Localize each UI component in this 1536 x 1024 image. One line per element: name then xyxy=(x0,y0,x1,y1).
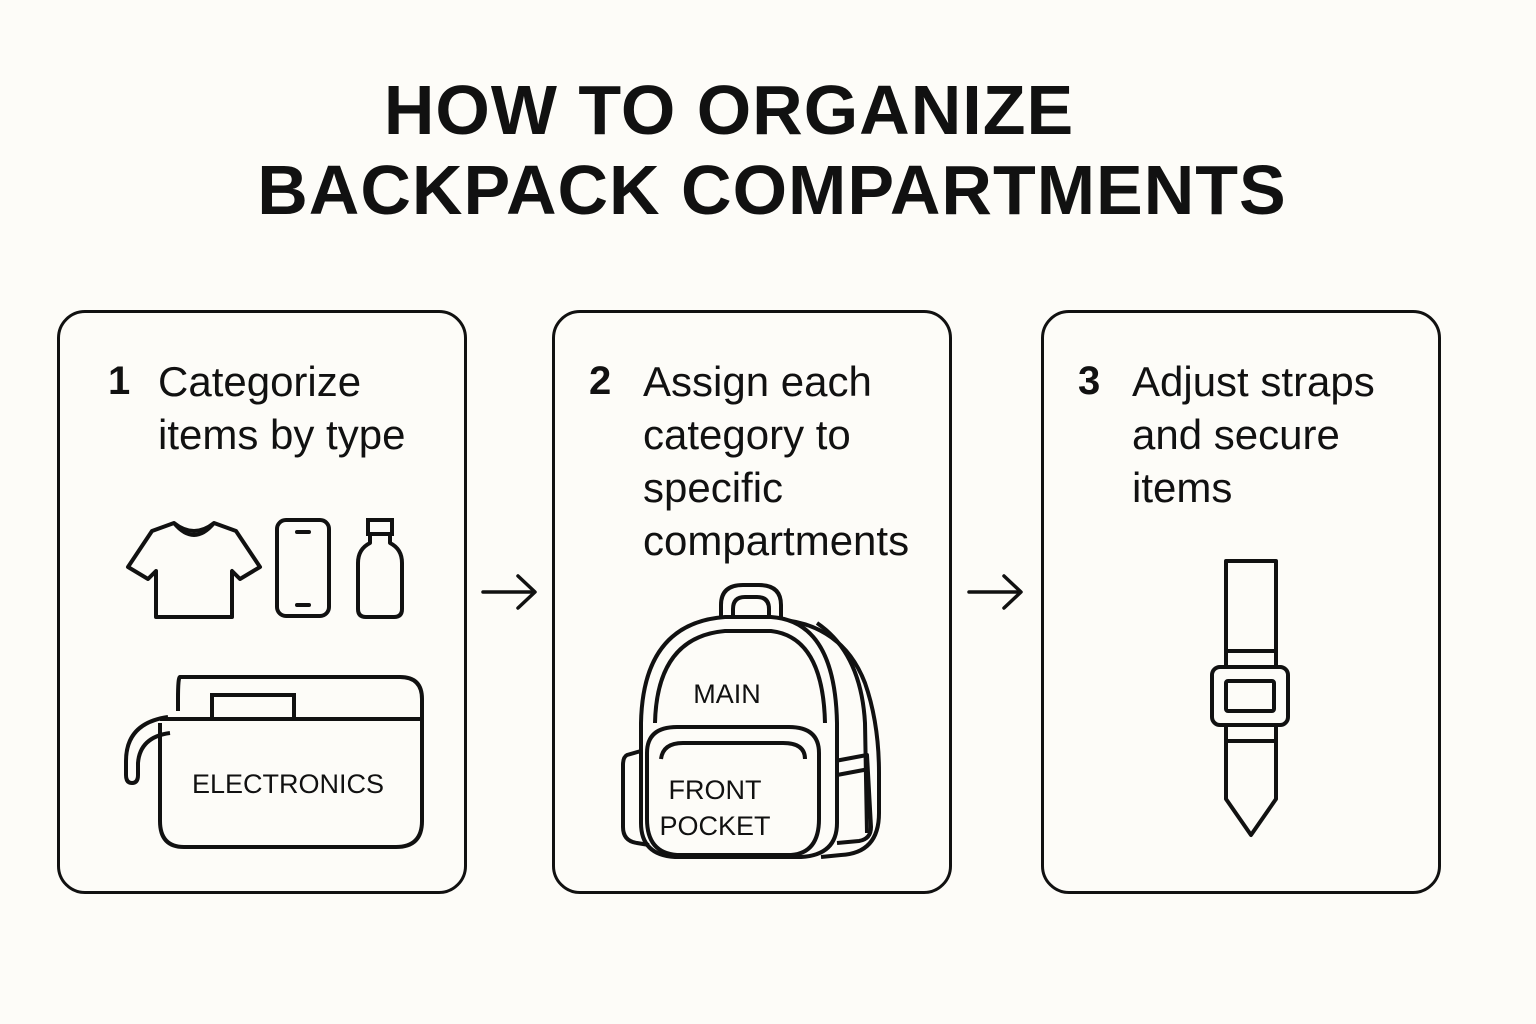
phone-icon xyxy=(275,518,331,618)
backpack-icon: MAIN FRONT POCKET xyxy=(621,583,881,859)
step-card-2: 2 Assign each category to specific compa… xyxy=(552,310,952,894)
electronics-pouch-icon: ELECTRONICS xyxy=(124,675,424,849)
step-text-line: Adjust straps xyxy=(1132,358,1375,405)
step-text-line: Assign each xyxy=(643,358,872,405)
step-text-line: and secure xyxy=(1132,411,1340,458)
step-text-line: specific xyxy=(643,464,784,511)
step-text-line: Categorize xyxy=(158,358,362,405)
step-text-line: items xyxy=(1132,464,1233,511)
step-text-line: compartments xyxy=(643,517,910,564)
title-line-2: BACKPACK COMPARTMENTS xyxy=(257,151,1287,229)
step-text-line: items by type xyxy=(158,411,406,458)
step-number: 2 xyxy=(589,359,612,403)
arrow-right-icon xyxy=(967,574,1023,610)
step-number: 1 xyxy=(108,359,131,403)
front-pocket-label-line: POCKET xyxy=(659,811,770,841)
step-description: Categorize items by type xyxy=(158,355,405,461)
step-text-line: category to xyxy=(643,411,851,458)
step-description: Adjust straps and secure items xyxy=(1132,355,1375,514)
strap-buckle-icon xyxy=(1210,559,1290,837)
arrow-right-icon xyxy=(481,574,537,610)
step-description: Assign each category to specific compart… xyxy=(643,355,909,567)
t-shirt-icon xyxy=(126,521,262,619)
step-card-3: 3 Adjust straps and secure items xyxy=(1041,310,1441,894)
step-card-1: 1 Categorize items by type ELECTRONICS xyxy=(57,310,467,894)
page-title: HOW TO ORGANIZE BACKPACK COMPARTMENTS xyxy=(0,70,1536,230)
front-pocket-label-line: FRONT xyxy=(669,775,762,805)
main-compartment-label: MAIN xyxy=(693,679,761,709)
bottle-icon xyxy=(356,518,404,619)
title-line-1: HOW TO ORGANIZE xyxy=(383,71,1075,149)
step-number: 3 xyxy=(1078,359,1101,403)
pouch-label: ELECTRONICS xyxy=(192,769,384,799)
